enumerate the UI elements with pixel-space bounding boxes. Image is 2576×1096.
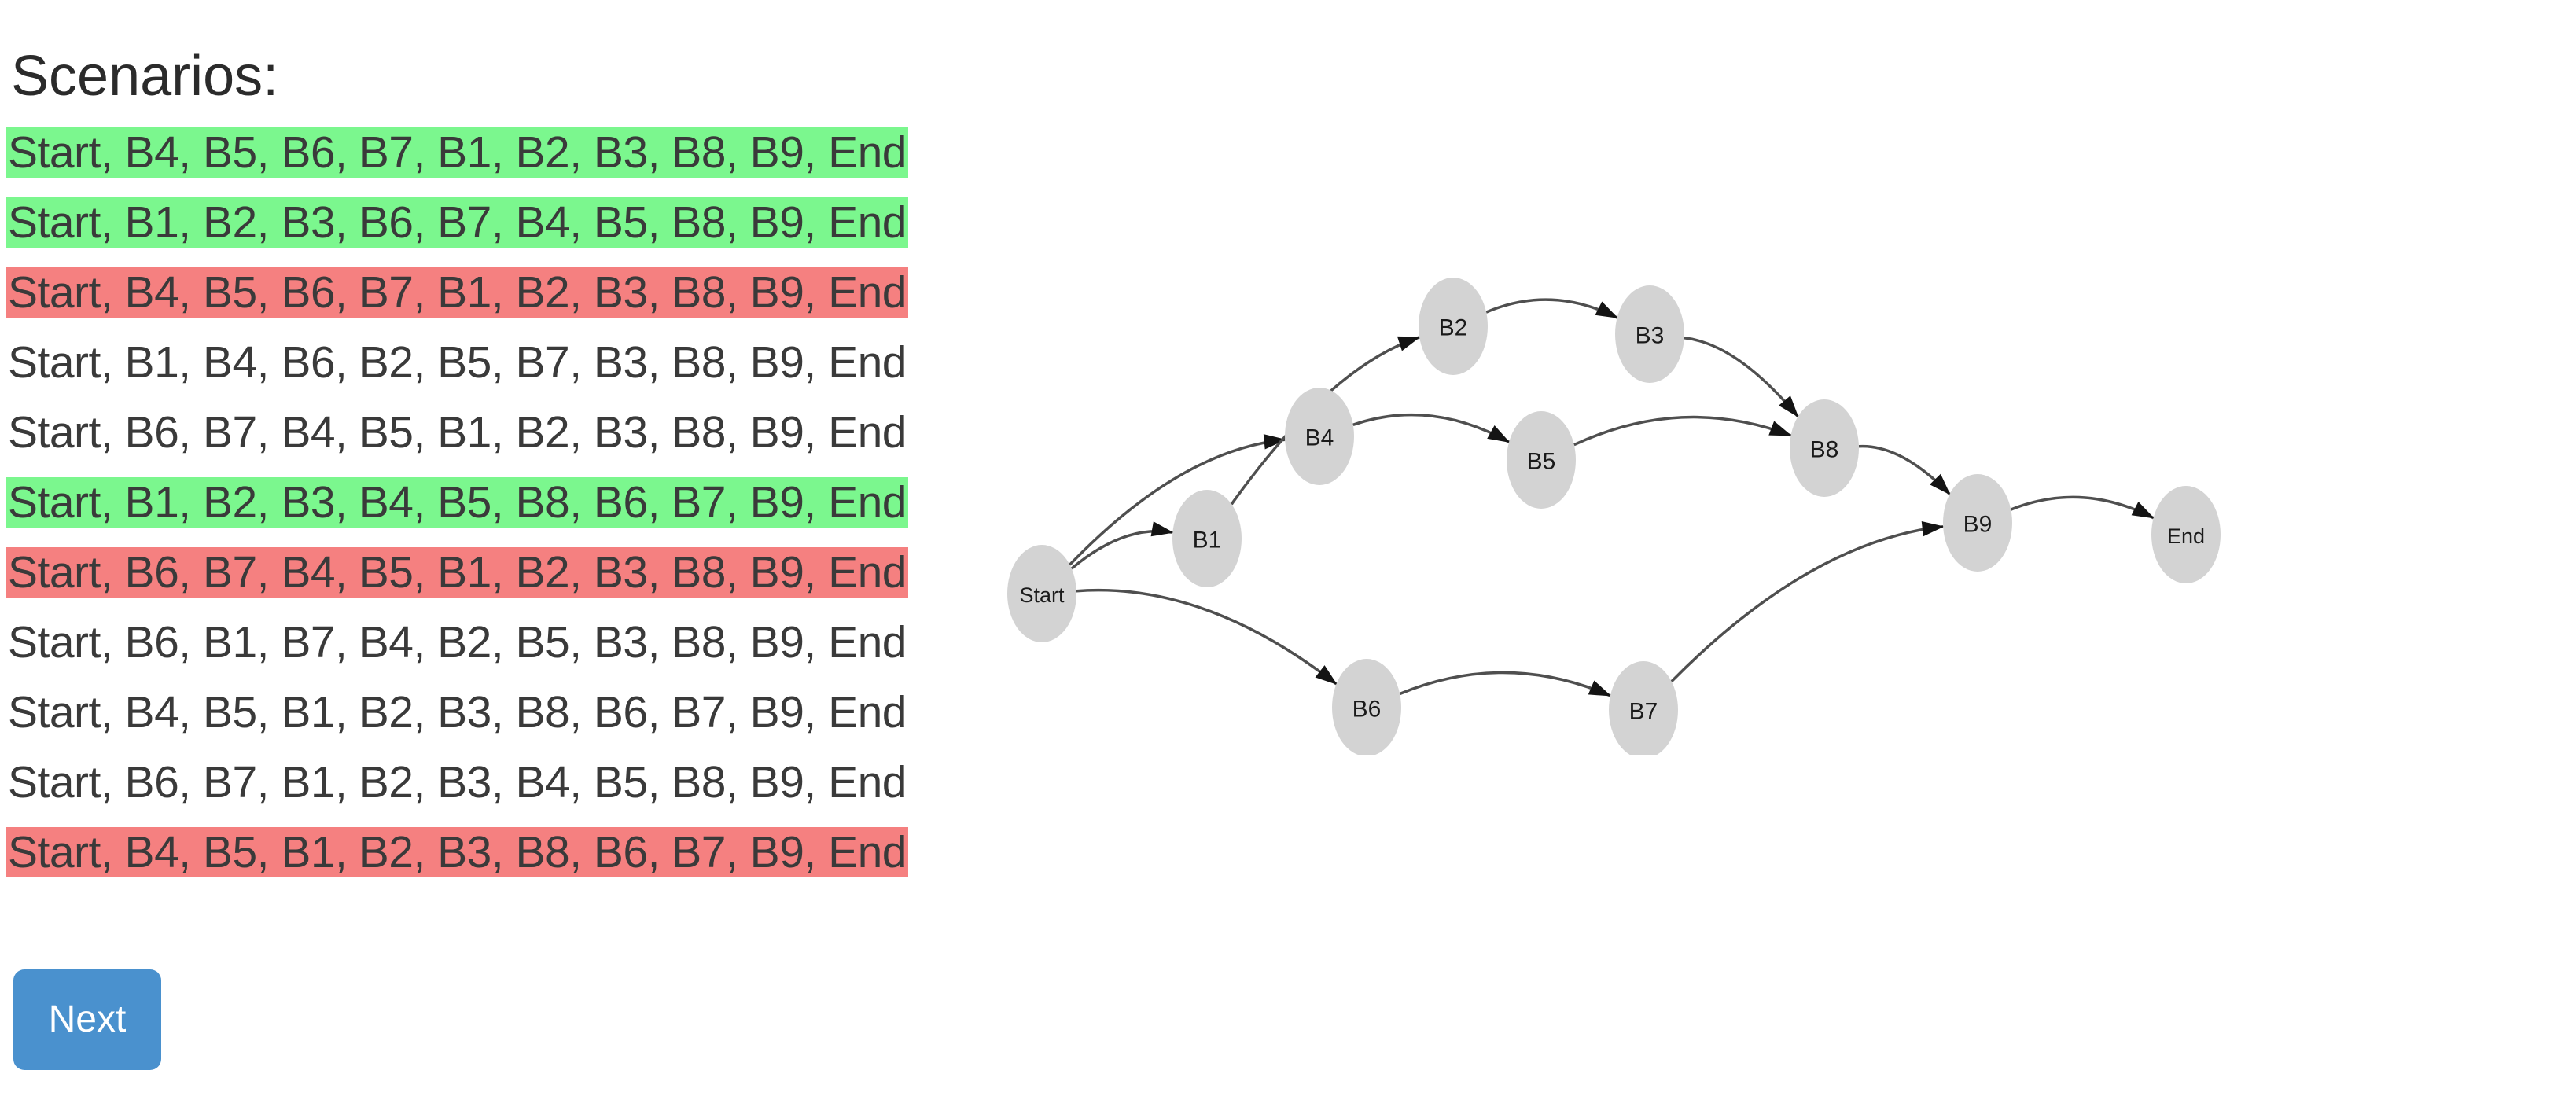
graph-node-shape	[2151, 486, 2221, 583]
graph-edges	[1069, 298, 2155, 697]
scenario-text: Start, B6, B7, B1, B2, B3, B4, B5, B8, B…	[8, 757, 907, 807]
scenario-list: Start, B4, B5, B6, B7, B1, B2, B3, B8, B…	[6, 118, 1013, 888]
graph-node-label: B5	[1527, 449, 1556, 475]
graph-node-start[interactable]: Start	[1007, 545, 1076, 642]
next-button[interactable]: Next	[13, 969, 161, 1070]
graph-node-b8[interactable]: B8	[1790, 399, 1859, 497]
graph-node-label: Start	[1019, 583, 1065, 607]
graph-node-b3[interactable]: B3	[1615, 285, 1684, 383]
graph-edge-Start-to-B1	[1070, 529, 1173, 570]
graph-edge-Start-to-B4	[1069, 438, 1286, 566]
scenario-row[interactable]: Start, B1, B4, B6, B2, B5, B7, B3, B8, B…	[6, 328, 1013, 398]
scenario-row[interactable]: Start, B6, B1, B7, B4, B2, B5, B3, B8, B…	[6, 608, 1013, 678]
graph-node-end[interactable]: End	[2151, 486, 2221, 583]
scenario-row[interactable]: Start, B4, B5, B1, B2, B3, B8, B6, B7, B…	[6, 818, 1013, 888]
graph-edge-B4-to-B5	[1352, 413, 1510, 443]
scenario-text: Start, B1, B2, B3, B4, B5, B8, B6, B7, B…	[6, 477, 908, 528]
graph-node-label: B9	[1963, 512, 1993, 538]
scenario-row[interactable]: Start, B4, B5, B1, B2, B3, B8, B6, B7, B…	[6, 678, 1013, 748]
graph-node-shape	[1172, 490, 1242, 587]
graph-node-label: B7	[1629, 699, 1658, 725]
graph-arrowhead-B5-to-B8	[1768, 421, 1792, 436]
graph-edge-Start-to-B6	[1076, 588, 1338, 686]
graph-node-label: B3	[1636, 323, 1665, 349]
scenario-text: Start, B1, B4, B6, B2, B5, B7, B3, B8, B…	[8, 337, 907, 388]
graph-node-label: B4	[1305, 425, 1334, 451]
scenarios-panel: Scenarios: Start, B4, B5, B6, B7, B1, B2…	[0, 0, 1022, 1096]
scenario-row[interactable]: Start, B1, B2, B3, B6, B7, B4, B5, B8, B…	[6, 188, 1013, 258]
graph-node-b9[interactable]: B9	[1943, 474, 2012, 572]
graph-arrowhead-B1-to-B2	[1397, 336, 1421, 351]
scenario-row[interactable]: Start, B4, B5, B6, B7, B1, B2, B3, B8, B…	[6, 258, 1013, 328]
scenario-row[interactable]: Start, B6, B7, B1, B2, B3, B4, B5, B8, B…	[6, 748, 1013, 818]
scenario-text: Start, B4, B5, B1, B2, B3, B8, B6, B7, B…	[8, 687, 907, 737]
graph-edge-B5-to-B8	[1573, 415, 1792, 447]
graph-node-shape	[1609, 661, 1678, 755]
graph-arrowhead-B4-to-B5	[1487, 425, 1511, 443]
graph-node-label: End	[2167, 524, 2205, 548]
graph-arrowhead-B8-to-B9	[1930, 473, 1951, 495]
graph-node-b4[interactable]: B4	[1285, 388, 1354, 485]
graph-arrowhead-Start-to-B6	[1315, 665, 1338, 685]
scenario-text: Start, B6, B7, B4, B5, B1, B2, B3, B8, B…	[6, 547, 908, 598]
scenario-row[interactable]: Start, B4, B5, B6, B7, B1, B2, B3, B8, B…	[6, 118, 1013, 188]
graph-node-b6[interactable]: B6	[1332, 659, 1401, 755]
graph-node-shape	[1615, 285, 1684, 383]
scenario-text: Start, B6, B1, B7, B4, B2, B5, B3, B8, B…	[8, 617, 907, 668]
scenario-text: Start, B4, B5, B6, B7, B1, B2, B3, B8, B…	[6, 127, 908, 178]
graph-node-shape	[1332, 659, 1401, 755]
graph-node-shape	[1507, 411, 1576, 509]
graph-node-shape	[1419, 278, 1488, 375]
graph-node-b1[interactable]: B1	[1172, 490, 1242, 587]
graph-node-shape	[1943, 474, 2012, 572]
graph-node-shape	[1790, 399, 1859, 497]
graph-edge-B7-to-B9	[1670, 525, 1944, 683]
scenario-row[interactable]: Start, B6, B7, B4, B5, B1, B2, B3, B8, B…	[6, 398, 1013, 468]
graph-arrowhead-B3-to-B8	[1779, 395, 1799, 417]
graph-edge-B3-to-B8	[1684, 337, 1799, 417]
graph-node-shape	[1285, 388, 1354, 485]
graph-arrowhead-Start-to-B4	[1263, 434, 1286, 450]
scenario-text: Start, B6, B7, B4, B5, B1, B2, B3, B8, B…	[8, 407, 907, 458]
graph-node-label: B2	[1439, 315, 1468, 341]
graph-node-b7[interactable]: B7	[1609, 661, 1678, 755]
graph-arrowhead-B9-to-End	[2131, 502, 2155, 519]
page-title: Scenarios:	[11, 45, 279, 108]
graph-arrowhead-B7-to-B9	[1921, 520, 1945, 537]
scenario-text: Start, B4, B5, B1, B2, B3, B8, B6, B7, B…	[6, 827, 908, 877]
graph-node-label: B6	[1352, 697, 1382, 723]
graph-arrowhead-B2-to-B3	[1595, 301, 1618, 318]
graph-node-b5[interactable]: B5	[1507, 411, 1576, 509]
graph-node-shape	[1007, 545, 1076, 642]
graph-node-label: B8	[1810, 437, 1839, 463]
graph-arrowhead-B6-to-B7	[1588, 680, 1612, 697]
scenario-text: Start, B4, B5, B6, B7, B1, B2, B3, B8, B…	[6, 267, 908, 318]
scenario-row[interactable]: Start, B1, B2, B3, B4, B5, B8, B6, B7, B…	[6, 468, 1013, 538]
graph-edge-B6-to-B7	[1399, 671, 1611, 697]
graph-arrowhead-Start-to-B1	[1150, 521, 1174, 537]
scenario-text: Start, B1, B2, B3, B6, B7, B4, B5, B8, B…	[6, 197, 908, 248]
graph-node-label: B1	[1193, 528, 1222, 554]
graph-node-b2[interactable]: B2	[1419, 278, 1488, 375]
scenario-row[interactable]: Start, B6, B7, B4, B5, B1, B2, B3, B8, B…	[6, 538, 1013, 608]
